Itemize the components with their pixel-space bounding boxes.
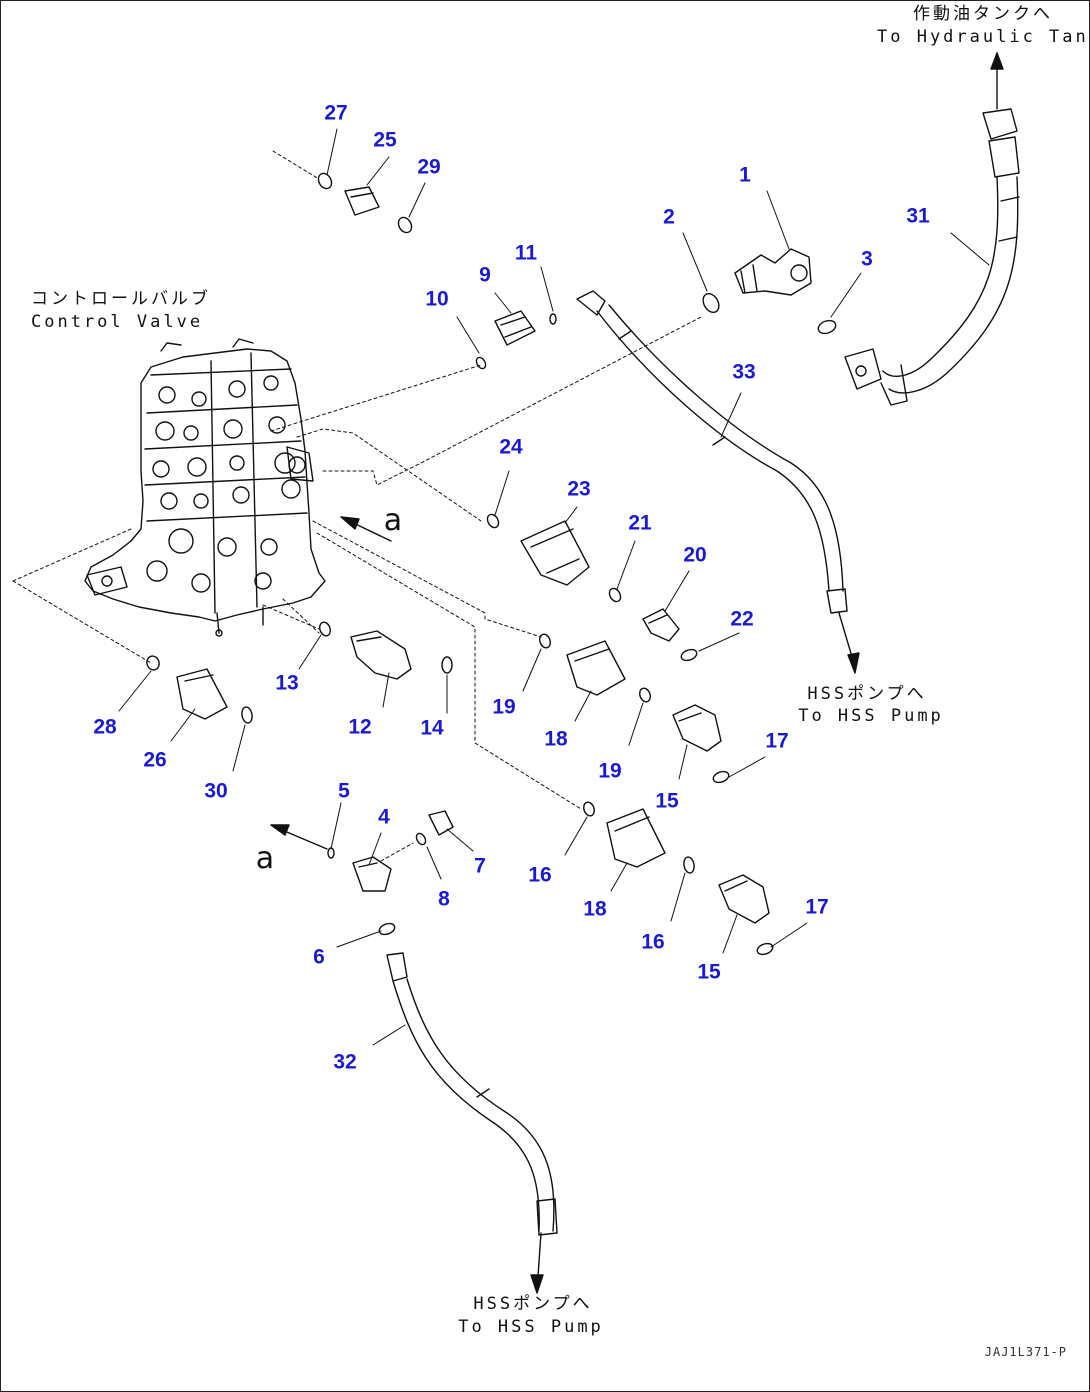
part-label: 6 bbox=[313, 945, 325, 969]
leader-lines bbox=[12, 150, 702, 862]
part-label: 8 bbox=[438, 887, 450, 911]
part-label: 7 bbox=[474, 854, 486, 878]
view-marker-upper: a bbox=[383, 503, 403, 538]
part-label: 31 bbox=[906, 204, 930, 228]
part-label: 25 bbox=[373, 128, 397, 152]
hose-31 bbox=[844, 108, 1020, 406]
part-label: 33 bbox=[732, 360, 756, 384]
hose-32 bbox=[386, 952, 558, 1236]
callout-hss-pump-lower-jp: HSSポンプへ bbox=[473, 1294, 593, 1314]
part-label: 23 bbox=[567, 477, 591, 501]
part-label: 14 bbox=[420, 716, 444, 740]
part-label: 24 bbox=[499, 435, 523, 459]
part-label: 3 bbox=[861, 247, 873, 271]
part-label: 10 bbox=[425, 287, 449, 311]
part-label: 11 bbox=[514, 241, 538, 265]
hose-33 bbox=[576, 290, 848, 614]
control-valve-body bbox=[84, 338, 326, 637]
part-label: 29 bbox=[417, 155, 441, 179]
callout-control-valve-jp: コントロールバルブ bbox=[31, 289, 211, 309]
part-label: 17 bbox=[805, 895, 829, 919]
o-rings bbox=[146, 172, 837, 956]
part-label: 15 bbox=[655, 789, 679, 813]
callout-hydraulic-tank-en: To Hydraulic Tank bbox=[877, 27, 1090, 47]
drawing-code: JAJ1L371-P bbox=[984, 1345, 1067, 1359]
part-label: 1 bbox=[739, 163, 751, 187]
part-label: 28 bbox=[93, 715, 117, 739]
view-marker-lower: a bbox=[255, 841, 275, 876]
fittings bbox=[176, 186, 812, 924]
callout-hydraulic-tank-jp: 作動油タンクへ bbox=[913, 4, 1053, 24]
part-label: 16 bbox=[528, 863, 552, 887]
part-label: 5 bbox=[338, 779, 350, 803]
part-label: 18 bbox=[583, 897, 607, 921]
part-label: 9 bbox=[479, 263, 491, 287]
part-label: 17 bbox=[765, 729, 789, 753]
part-label: 22 bbox=[730, 607, 754, 631]
part-label: 30 bbox=[204, 779, 228, 803]
callout-hss-pump-lower-en: To HSS Pump bbox=[458, 1317, 604, 1337]
part-label: 19 bbox=[492, 695, 516, 719]
part-label: 15 bbox=[697, 960, 721, 984]
part-label: 16 bbox=[641, 930, 665, 954]
part-label: 19 bbox=[598, 759, 622, 783]
label-leaders bbox=[118, 128, 990, 1046]
direction-arrows bbox=[270, 52, 1004, 1294]
part-label: 4 bbox=[378, 805, 390, 829]
part-label: 21 bbox=[628, 511, 652, 535]
part-label: 32 bbox=[333, 1050, 357, 1074]
part-label: 26 bbox=[143, 748, 167, 772]
callout-hss-pump-upper-en: To HSS Pump bbox=[798, 706, 944, 726]
part-label: 2 bbox=[663, 205, 675, 229]
callout-control-valve-en: Control Valve bbox=[31, 312, 204, 332]
part-label: 20 bbox=[683, 543, 707, 567]
part-label: 13 bbox=[275, 671, 299, 695]
part-label: 27 bbox=[324, 101, 348, 125]
callout-hss-pump-upper-jp: HSSポンプへ bbox=[807, 684, 927, 704]
part-label: 12 bbox=[348, 715, 372, 739]
part-label: 18 bbox=[544, 727, 568, 751]
